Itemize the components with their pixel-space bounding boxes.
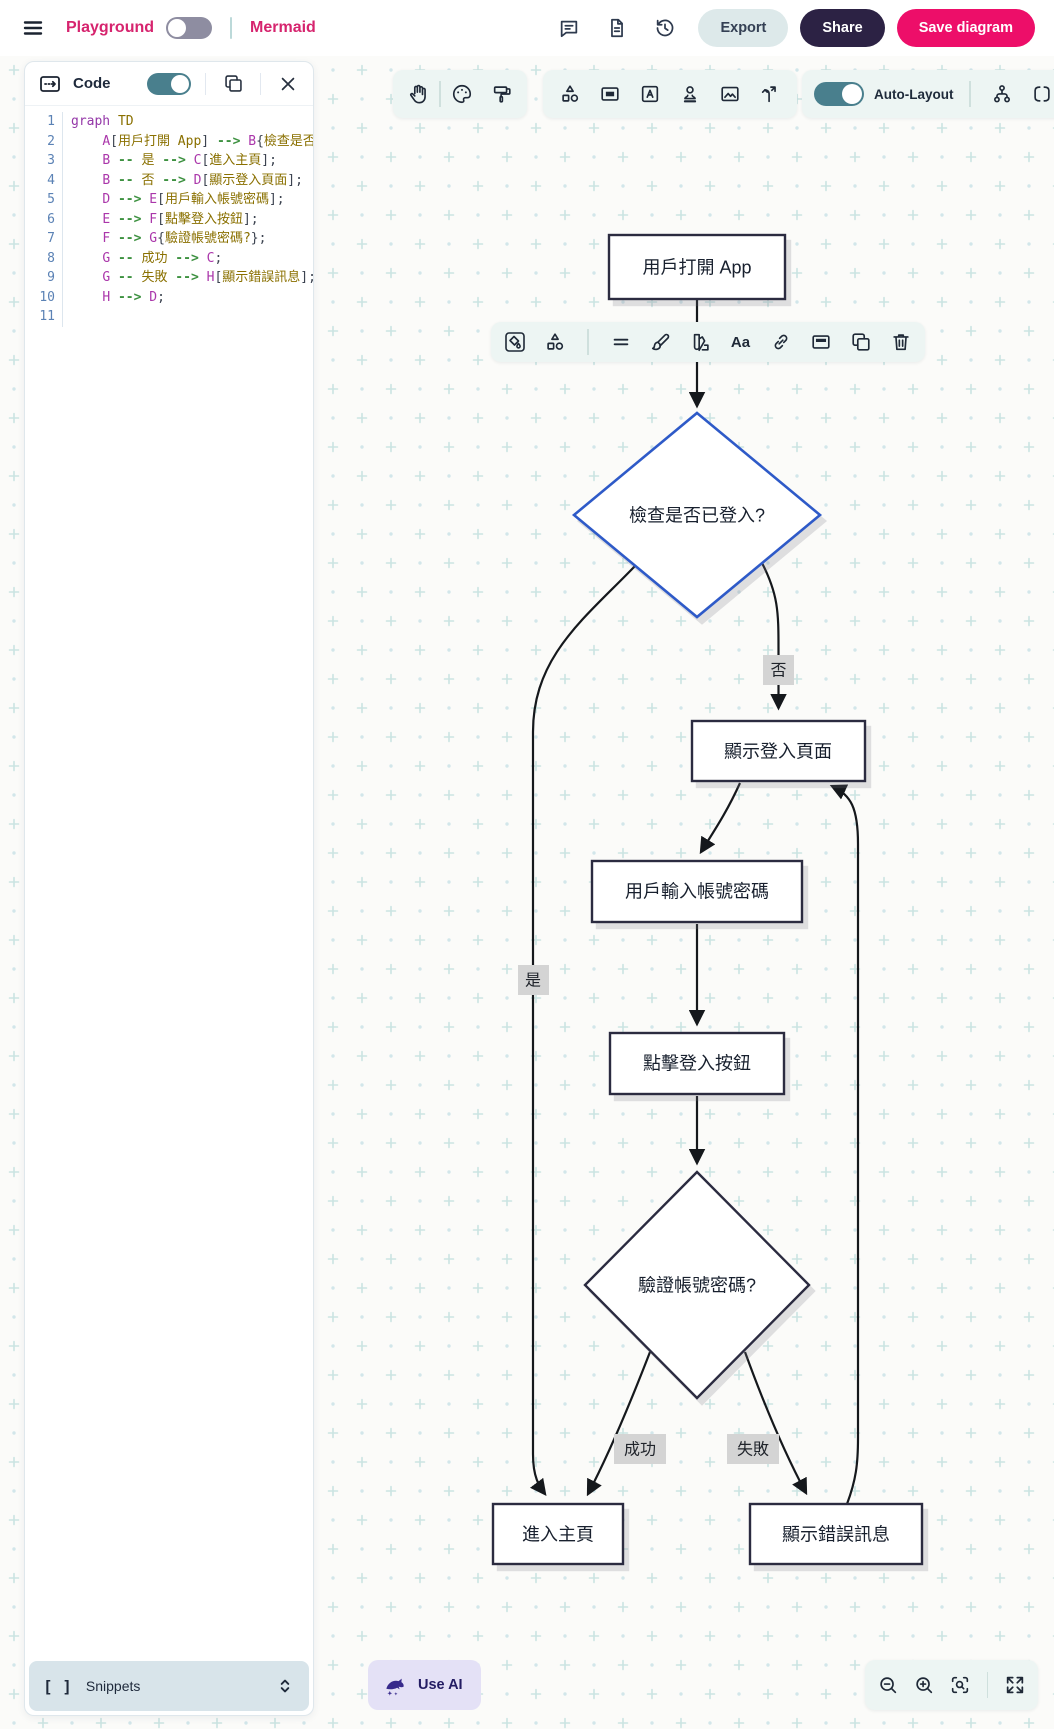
node-C-label: 進入主頁 — [522, 1524, 594, 1544]
snippets-label: Snippets — [85, 1678, 141, 1694]
copy-icon[interactable] — [847, 328, 875, 356]
node-H-label: 顯示錯誤訊息 — [782, 1524, 890, 1544]
theme-palette-icon[interactable] — [447, 79, 477, 109]
edge-G-H — [743, 1351, 808, 1496]
edge-D-E — [699, 782, 742, 855]
node-B-label: 檢查是否已登入? — [629, 505, 765, 525]
code-panel-title: Code — [73, 75, 111, 92]
node-B-selected[interactable]: 檢查是否已登入? — [571, 411, 823, 619]
frame-bar-icon[interactable] — [807, 328, 835, 356]
paint-roller-icon[interactable] — [487, 79, 517, 109]
duplicate-icon[interactable] — [220, 71, 246, 97]
zoom-controls — [864, 1660, 1038, 1710]
use-ai-label: Use AI — [418, 1677, 463, 1693]
book-icon[interactable] — [1027, 79, 1054, 109]
edge-B-D — [761, 562, 787, 711]
edge-label-success: 成功 — [624, 1441, 656, 1459]
node-G[interactable]: 驗證帳號密碼? — [583, 1170, 811, 1400]
comments-icon[interactable] — [554, 13, 584, 43]
document-icon[interactable] — [602, 13, 632, 43]
connector-split-icon[interactable] — [755, 79, 785, 109]
line-style-icon[interactable] — [607, 328, 635, 356]
color-swatches-icon[interactable] — [687, 328, 715, 356]
link-icon[interactable] — [767, 328, 795, 356]
use-ai-button[interactable]: Use AI — [368, 1660, 481, 1710]
share-button[interactable]: Share — [800, 9, 885, 47]
node-E[interactable]: 用戶輸入帳號密碼 — [590, 859, 804, 924]
edge-label-fail: 失敗 — [737, 1441, 769, 1459]
fit-view-icon[interactable] — [945, 1670, 975, 1700]
node-F-label: 點擊登入按鈕 — [643, 1053, 751, 1073]
node-D[interactable]: 顯示登入頁面 — [690, 719, 867, 783]
export-button[interactable]: Export — [698, 9, 789, 47]
shapes-icon[interactable] — [555, 79, 585, 109]
auto-layout-toggle[interactable] — [814, 82, 864, 106]
pan-hand-icon[interactable] — [403, 79, 433, 109]
text-format-icon[interactable]: Aa — [727, 328, 755, 356]
stamp-icon[interactable] — [675, 79, 705, 109]
node-C[interactable]: 進入主頁 — [491, 1502, 625, 1566]
snippets-bar[interactable]: [ ] Snippets — [29, 1661, 309, 1711]
expand-collapse-chevron-icon[interactable] — [275, 1676, 295, 1696]
node-E-label: 用戶輸入帳號密碼 — [625, 881, 769, 901]
zoom-in-icon[interactable] — [909, 1670, 939, 1700]
brand-mermaid: Mermaid — [250, 19, 316, 36]
node-H[interactable]: 顯示錯誤訊息 — [748, 1502, 924, 1566]
frame-icon[interactable] — [595, 79, 625, 109]
edge-H-D — [829, 784, 860, 1505]
canvas-toolbar-insert-group — [543, 70, 797, 118]
text-tool-icon[interactable] — [635, 79, 665, 109]
playground-label: Playground — [66, 19, 155, 36]
auto-layout-label: Auto-Layout — [874, 86, 954, 102]
edge-B-C — [529, 565, 636, 1496]
fullscreen-icon[interactable] — [1000, 1670, 1030, 1700]
delete-icon[interactable] — [887, 328, 915, 356]
node-F[interactable]: 點擊登入按鈕 — [608, 1031, 786, 1096]
fill-color-icon[interactable] — [501, 328, 529, 356]
edge-label-yes: 是 — [525, 973, 541, 990]
topbar-divider — [230, 17, 233, 39]
edge-G-C — [586, 1351, 652, 1497]
node-context-toolbar: Aa — [491, 322, 925, 362]
mermaid-ai-icon — [386, 1678, 404, 1696]
node-A-label: 用戶打開 App — [642, 257, 751, 277]
edge-label-no: 否 — [770, 663, 786, 680]
image-icon[interactable] — [715, 79, 745, 109]
code-arrow-icon — [37, 71, 63, 97]
canvas-toolbar-layout-group: Auto-Layout — [802, 70, 1054, 118]
code-panel-header: Code — [25, 62, 313, 106]
snippets-bracket-icon: [ ] — [43, 1676, 72, 1696]
canvas-toolbar-pan-group — [393, 70, 527, 118]
edges — [529, 299, 860, 1505]
code-editor-toggle[interactable] — [147, 72, 191, 95]
node-D-label: 顯示登入頁面 — [724, 741, 832, 761]
save-diagram-button[interactable]: Save diagram — [896, 9, 1035, 47]
node-A[interactable]: 用戶打開 App — [607, 233, 787, 301]
node-G-label: 驗證帳號密碼? — [638, 1275, 756, 1295]
close-icon[interactable] — [275, 71, 301, 97]
tree-layout-icon[interactable] — [987, 79, 1017, 109]
edge-labels: 否 是 成功 失敗 — [518, 655, 794, 1464]
code-lines[interactable]: graph TD A[用戶打開 App] --> B{檢查是否已登入?}; B … — [71, 114, 313, 305]
hamburger-menu-button[interactable] — [18, 13, 48, 43]
playground-toggle[interactable] — [166, 17, 213, 39]
brush-icon[interactable] — [647, 328, 675, 356]
shape-switch-icon[interactable] — [541, 328, 569, 356]
history-icon[interactable] — [650, 13, 680, 43]
top-bar: Playground Mermaid Export Share Save dia… — [0, 0, 1054, 56]
zoom-out-icon[interactable] — [873, 1670, 903, 1700]
